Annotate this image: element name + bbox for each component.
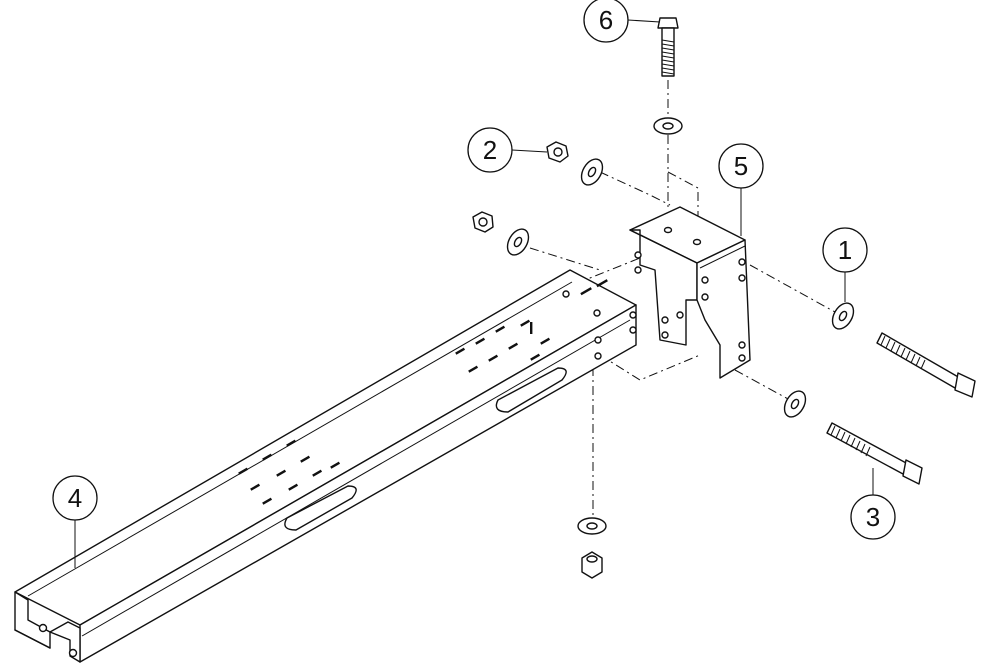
nut-bottom (581, 551, 603, 579)
callout-3-label: 3 (866, 502, 880, 532)
callout-6-label: 6 (599, 5, 613, 35)
part-2-nut (546, 141, 569, 163)
part-6-bolt (657, 17, 679, 77)
callout-2: 2 (467, 127, 513, 173)
part-4-tube (14, 269, 637, 663)
washer-left (506, 228, 530, 256)
callout-6: 6 (583, 0, 629, 43)
bolt-long-right (876, 332, 976, 398)
washer-part-2 (580, 158, 604, 186)
nut-left (472, 211, 494, 233)
callout-1: 1 (822, 227, 868, 273)
washer-top (653, 117, 683, 135)
callout-4: 4 (52, 475, 98, 521)
washer-part-3 (783, 390, 807, 418)
washer-bottom (577, 517, 607, 535)
callout-1-label: 1 (838, 235, 852, 265)
callout-4-label: 4 (68, 483, 82, 513)
callout-2-label: 2 (483, 135, 497, 165)
callout-leaders (74, 19, 874, 568)
callout-5: 5 (718, 143, 764, 189)
part-1-washer (831, 302, 855, 330)
callout-5-label: 5 (734, 151, 748, 181)
part-5-bracket (629, 206, 751, 379)
part-3-bolt (826, 422, 923, 485)
callout-3: 3 (850, 494, 896, 540)
